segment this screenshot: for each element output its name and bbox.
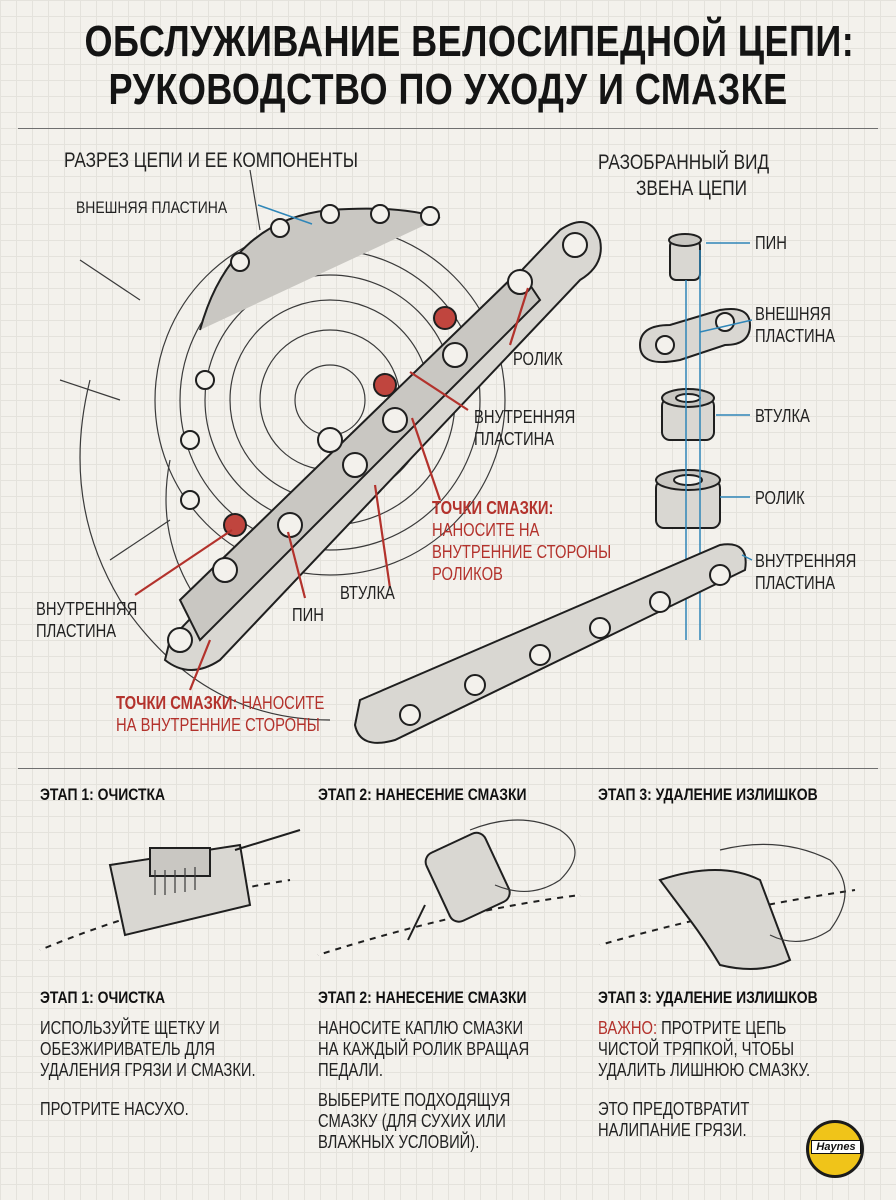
page-title: ОБСЛУЖИВАНИЕ ВЕЛОСИПЕДНОЙ ЦЕПИ: РУКОВОДС… — [0, 18, 896, 114]
step2-oil-bottle-icon — [317, 819, 581, 957]
step1-cleaner-icon — [39, 829, 301, 952]
exploded-label-pin: ПИН — [755, 233, 787, 253]
title-line-2: РУКОВОДСТВО ПО УХОДУ И СМАЗКЕ — [108, 65, 788, 114]
label-outer-plate: ВНЕШНЯЯ ПЛАСТИНА — [76, 198, 228, 217]
step2-heading: ЭТАП 2: НАНЕСЕНИЕ СМАЗКИ — [318, 988, 527, 1007]
label-bushing: ВТУЛКА — [340, 583, 395, 603]
exploded-label-roller: РОЛИК — [755, 488, 805, 508]
section-divider — [18, 768, 878, 769]
step3-rag-icon — [599, 843, 856, 970]
exploded-bushing-icon — [661, 388, 715, 441]
step2-heading-top: ЭТАП 2: НАНЕСЕНИЕ СМАЗКИ — [318, 785, 527, 804]
label-pin: ПИН — [292, 605, 324, 625]
step3-heading: ЭТАП 3: УДАЛЕНИЕ ИЗЛИШКОВ — [598, 988, 818, 1007]
step1-text: ИСПОЛЬЗУЙТЕ ЩЕТКУ И ОБЕЗЖИРИВАТЕЛЬ ДЛЯ У… — [40, 1018, 256, 1119]
title-line-1: ОБСЛУЖИВАНИЕ ВЕЛОСИПЕДНОЙ ЦЕПИ: — [84, 17, 855, 66]
exploded-label-outer-plate: ВНЕШНЯЯ ПЛАСТИНА — [755, 304, 836, 346]
exploded-label-bushing: ВТУЛКА — [755, 406, 810, 426]
chain-top-icon — [180, 204, 441, 510]
step1-heading-top: ЭТАП 1: ОЧИСТКА — [40, 785, 166, 804]
cutaway-heading: РАЗРЕЗ ЦЕПИ И ЕЕ КОМПОНЕНТЫ — [64, 149, 358, 172]
exploded-outer-plate-icon — [638, 308, 752, 364]
step1-heading: ЭТАП 1: ОЧИСТКА — [40, 988, 166, 1007]
step3-text: ВАЖНО: ПРОТРИТЕ ЦЕПЬ ЧИСТОЙ ТРЯПКОЙ, ЧТО… — [598, 1018, 811, 1140]
title-divider — [18, 128, 878, 129]
exploded-heading: РАЗОБРАННЫЙ ВИД ЗВЕНА ЦЕПИ — [598, 151, 770, 200]
label-inner-plate-right: ВНУТРЕННЯЯ ПЛАСТИНА — [474, 407, 576, 449]
exploded-label-inner-plate: ВНУТРЕННЯЯ ПЛАСТИНА — [755, 551, 857, 593]
exploded-chain-icon — [353, 543, 747, 744]
label-inner-plate-left: ВНУТРЕННЯЯ ПЛАСТИНА — [36, 599, 138, 641]
haynes-logo: Haynes — [806, 1120, 864, 1178]
exploded-roller-icon — [655, 469, 721, 529]
lube-points-left: ТОЧКИ СМАЗКИ: НАНОСИТЕ НА ВНУТРЕННИЕ СТО… — [116, 693, 325, 735]
chain-section-icon — [163, 221, 602, 671]
step2-text: НАНОСИТЕ КАПЛЮ СМАЗКИ НА КАЖДЫЙ РОЛИК ВР… — [318, 1018, 530, 1152]
label-roller: РОЛИК — [513, 349, 563, 369]
step3-heading-top: ЭТАП 3: УДАЛЕНИЕ ИЗЛИШКОВ — [598, 785, 818, 804]
exploded-pin-icon — [668, 233, 702, 281]
lube-points-right: ТОЧКИ СМАЗКИ: НАНОСИТЕ НА ВНУТРЕННИЕ СТО… — [432, 498, 612, 584]
